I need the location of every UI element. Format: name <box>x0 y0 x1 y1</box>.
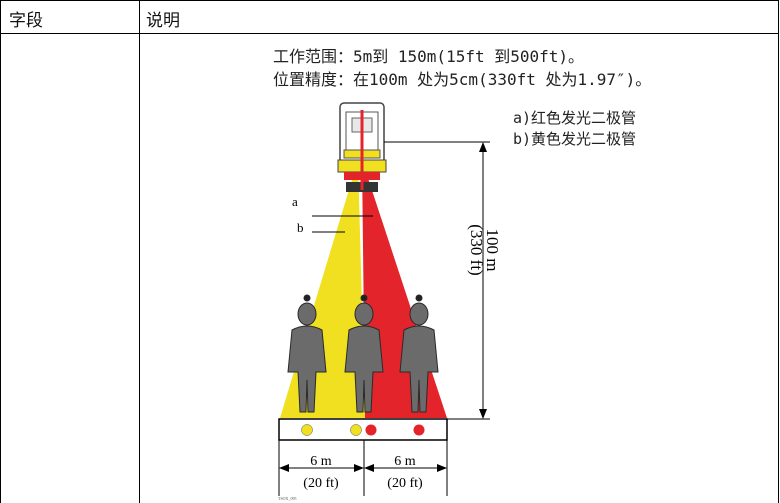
red-dot-right <box>413 424 425 436</box>
legend-red-led: a)红色发光二极管 <box>513 109 637 127</box>
header-description: 说明 <box>146 11 180 31</box>
total-station-icon <box>337 102 387 192</box>
legend-yellow-led: b)黄色发光二极管 <box>513 130 637 148</box>
column-divider <box>139 0 140 503</box>
vertical-dimension-label: 100 m (330 ft) <box>467 224 502 275</box>
table-border-top <box>0 0 779 1</box>
header-divider <box>0 33 779 34</box>
header-field: 字段 <box>9 11 43 31</box>
yellow-dot-left <box>301 424 313 436</box>
person-icon-center <box>344 294 384 413</box>
red-beam <box>362 160 447 418</box>
left-dimension-m: 6 m <box>310 454 332 469</box>
red-dot-center <box>365 424 377 436</box>
right-dimension-m: 6 m <box>394 454 416 469</box>
visibility-bar <box>278 418 448 441</box>
person-icon-right <box>399 294 439 413</box>
svg-text:100 m: 100 m <box>483 229 502 272</box>
working-range-text: 工作范围：5m到 150m(15ft 到500ft)。 <box>273 47 585 66</box>
right-dimension-ft: (20 ft) <box>387 476 423 491</box>
table-border-left <box>0 0 1 503</box>
figure-code: TSOX_095 <box>278 496 296 501</box>
person-icon-left <box>287 294 327 413</box>
position-accuracy-text: 位置精度：在100m 处为5cm(330ft 处为1.97″)。 <box>273 70 652 89</box>
label-a: a <box>292 194 298 209</box>
left-dimension-ft: (20 ft) <box>303 476 339 491</box>
table-border-right <box>778 0 779 503</box>
yellow-dot-center <box>350 424 362 436</box>
label-b: b <box>297 220 304 235</box>
svg-text:(330 ft): (330 ft) <box>467 224 486 275</box>
